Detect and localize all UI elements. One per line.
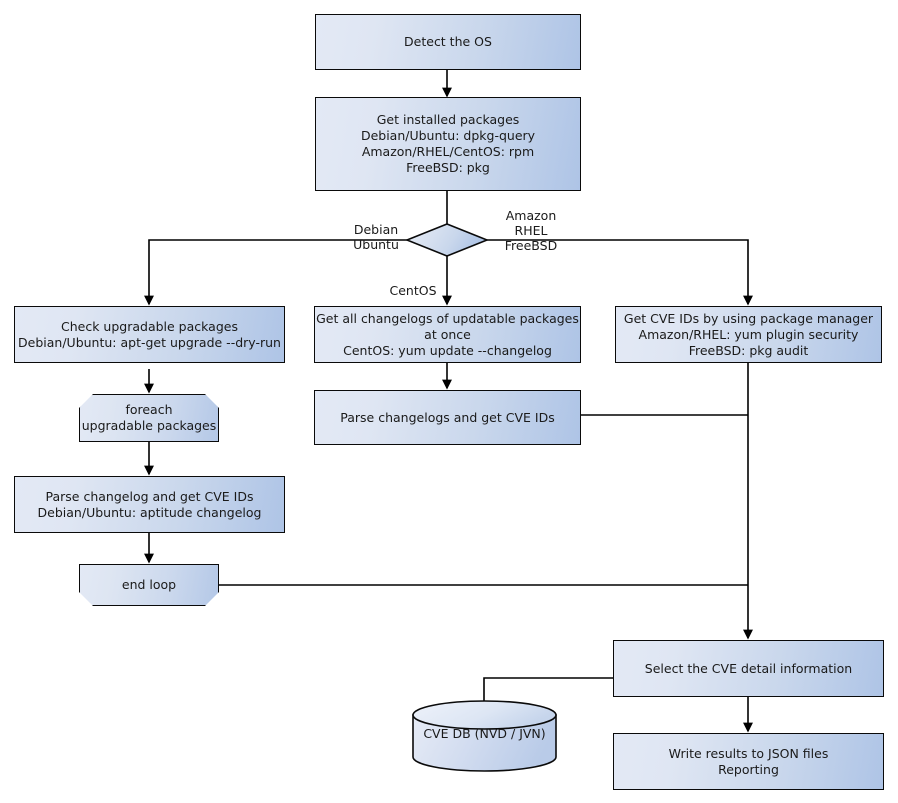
node-label: Write results to JSON files Reporting xyxy=(668,745,829,777)
node-end-loop[interactable]: end loop xyxy=(79,564,219,606)
node-label: end loop xyxy=(121,577,177,592)
node-label: Parse changelogs and get CVE IDs xyxy=(340,409,555,425)
edge-decision-to-checkupgradable xyxy=(144,239,408,306)
edge-label-text: CentOS xyxy=(389,283,437,298)
node-label: Detect the OS xyxy=(404,34,492,49)
edge-label-text: Debian Ubuntu xyxy=(353,222,399,252)
node-label: foreach upgradable packages xyxy=(81,402,217,433)
node-label: Parse changelog and get CVE IDs Debian/U… xyxy=(37,488,262,520)
database-cylinder[interactable] xyxy=(412,700,557,772)
node-foreach-upgradable-packages[interactable]: foreach upgradable packages xyxy=(79,394,219,442)
node-write-results-json[interactable]: Write results to JSON files Reporting xyxy=(613,733,884,790)
node-label: Select the CVE detail information xyxy=(644,660,853,676)
node-parse-changelog-get-cve-ids[interactable]: Parse changelog and get CVE IDs Debian/U… xyxy=(14,476,285,533)
node-get-installed-packages[interactable]: Get installed packages Debian/Ubuntu: dp… xyxy=(315,97,581,191)
edge-label-text: Amazon RHEL FreeBSD xyxy=(504,208,558,253)
edge-cvedb-to-selectcve xyxy=(483,677,613,703)
node-label: Check upgradable packages Debian/Ubuntu:… xyxy=(18,318,281,350)
node-label: Get CVE IDs by using package manager Ama… xyxy=(623,310,874,358)
node-label: Get all changelogs of updatable packages… xyxy=(316,310,579,358)
edge-label-centos: CentOS xyxy=(385,268,441,298)
edge-label-debian-ubuntu: Debian Ubuntu xyxy=(340,207,412,252)
node-parse-changelogs-get-cve-ids[interactable]: Parse changelogs and get CVE IDs xyxy=(314,390,581,445)
node-detect-os[interactable]: Detect the OS xyxy=(315,14,581,70)
node-get-all-changelogs[interactable]: Get all changelogs of updatable packages… xyxy=(314,306,581,363)
node-get-cve-ids-package-manager[interactable]: Get CVE IDs by using package manager Ama… xyxy=(615,306,882,363)
node-label: Get installed packages Debian/Ubuntu: dp… xyxy=(360,112,536,175)
decision-diamond[interactable] xyxy=(404,223,490,257)
node-select-cve-detail-information[interactable]: Select the CVE detail information xyxy=(613,640,884,697)
edge-decision-to-getcvepkgmgr xyxy=(486,239,753,306)
node-check-upgradable-packages[interactable]: Check upgradable packages Debian/Ubuntu:… xyxy=(14,306,285,363)
edge-label-amazon-rhel-freebsd: Amazon RHEL FreeBSD xyxy=(489,193,573,253)
